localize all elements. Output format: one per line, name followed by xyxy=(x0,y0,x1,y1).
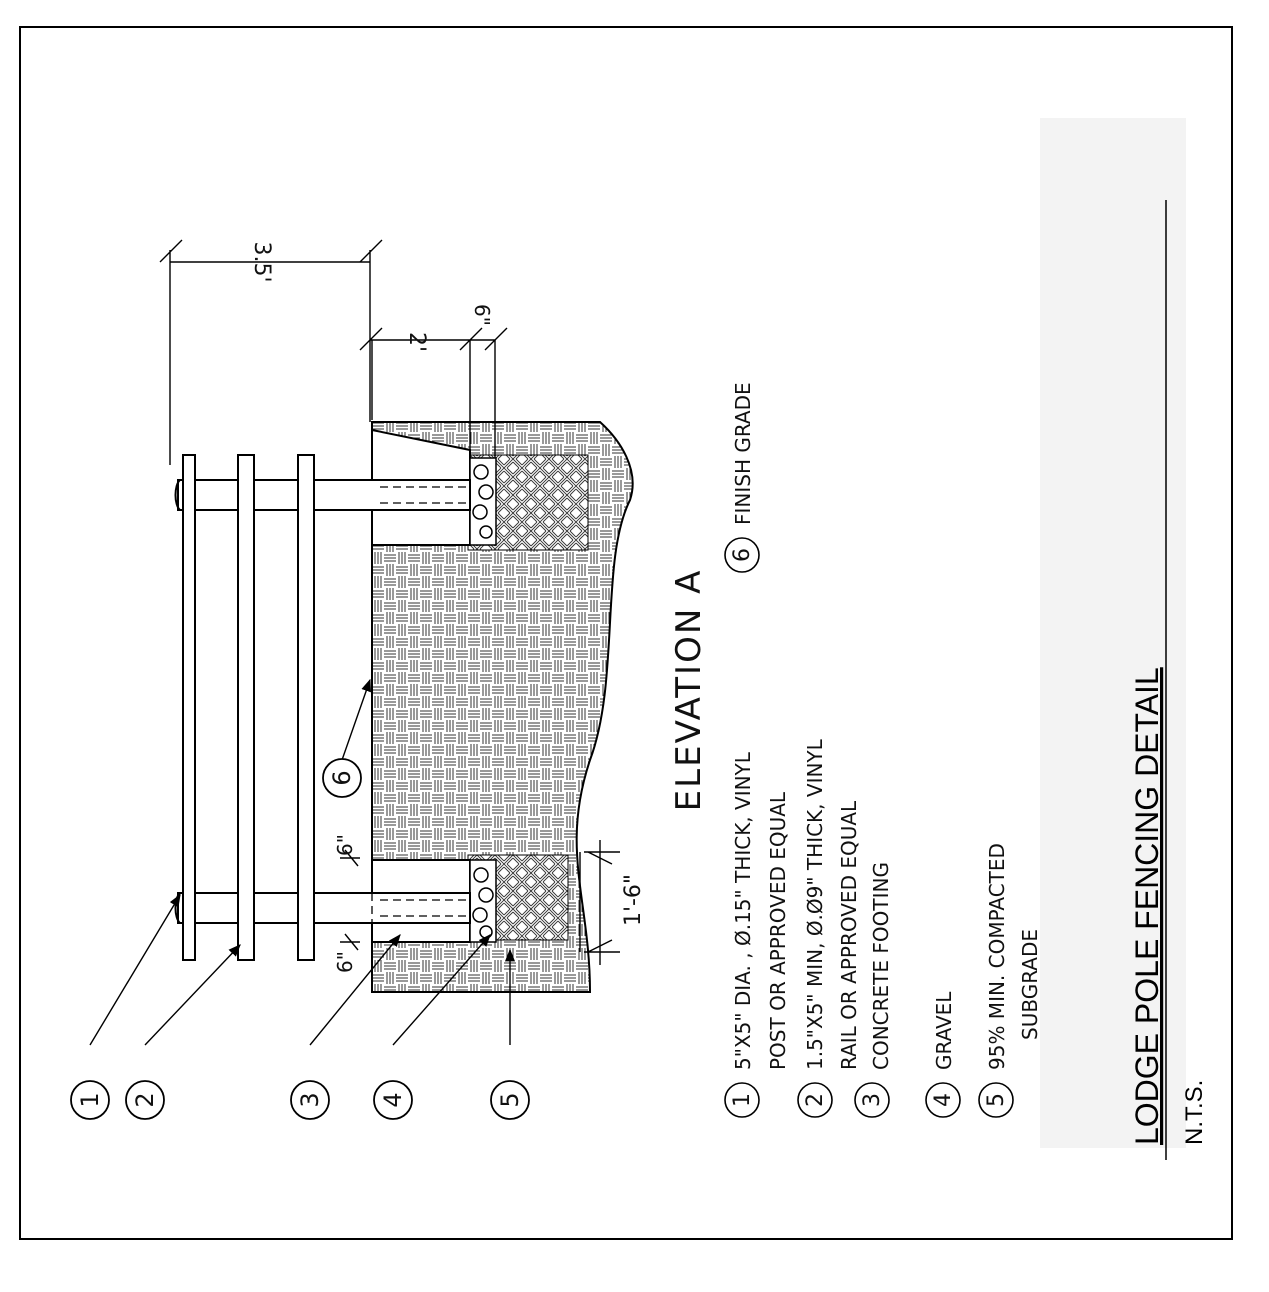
leader-6 xyxy=(341,678,372,761)
finish-grade-soil xyxy=(371,421,634,993)
dim-footing-width: 1'-6" xyxy=(621,874,646,926)
ground-section xyxy=(371,421,634,993)
rail-bottom xyxy=(297,454,315,961)
dim-side-left: 6" xyxy=(333,951,357,973)
legend-num-2: 2 xyxy=(803,1093,828,1107)
dim-overall-height: 3.5' xyxy=(249,241,274,282)
legend-item5-line1: 95% MIN. COMPACTED xyxy=(985,843,1009,1070)
callout-6: 6 xyxy=(328,770,356,785)
callout-3: 3 xyxy=(296,1092,324,1107)
rail-top xyxy=(182,454,196,961)
legend-item1-line2: POST OR APPROVED EQUAL xyxy=(766,791,790,1070)
rail-middle xyxy=(237,454,255,961)
legend-num-6: 6 xyxy=(730,548,755,562)
legend-num-3: 3 xyxy=(860,1093,885,1107)
callout-circle-6 xyxy=(322,758,362,798)
gravel-right xyxy=(469,457,497,546)
dim-side-right: 6" xyxy=(333,834,357,856)
rails xyxy=(182,454,315,961)
callout-5: 5 xyxy=(496,1092,524,1107)
post-left xyxy=(174,892,471,924)
post-right xyxy=(174,479,471,511)
legend-item4-line1: GRAVEL xyxy=(932,991,956,1070)
legend-item5-line2: SUBGRADE xyxy=(1018,929,1042,1040)
legend-num-5: 5 xyxy=(984,1093,1009,1107)
drawing-scale: N.T.S. xyxy=(1181,1080,1208,1145)
legend-item1-line1: 5"X5" DIA. , Ø.15" THICK, VINYL xyxy=(731,751,755,1070)
leader-lines xyxy=(89,678,516,1046)
sheet-border xyxy=(19,26,1233,1240)
callout-circles xyxy=(70,758,530,1120)
legend-item6-line1: FINISH GRADE xyxy=(731,382,755,525)
dim-footing-depth: 2' xyxy=(404,332,429,352)
legend-circle-1 xyxy=(724,1082,760,1118)
callout-circle-2 xyxy=(125,1080,165,1120)
legend-item2-line2: RAIL OR APPROVED EQUAL xyxy=(837,800,861,1070)
gravel-left xyxy=(469,859,497,943)
callout-circle-4 xyxy=(373,1080,413,1120)
callout-1: 1 xyxy=(76,1092,104,1107)
callout-circle-3 xyxy=(290,1080,330,1120)
callout-circle-5 xyxy=(490,1080,530,1120)
callout-4: 4 xyxy=(379,1092,407,1107)
view-label: ELEVATION A xyxy=(669,569,709,812)
leader-1 xyxy=(89,893,181,1046)
callout-2: 2 xyxy=(131,1092,159,1107)
legend-circle-2 xyxy=(797,1082,833,1118)
leader-3 xyxy=(309,934,401,1046)
legend-circle-3 xyxy=(854,1082,890,1118)
title-shade-band xyxy=(1040,118,1186,1148)
legend-item3-line1: CONCRETE FOOTING xyxy=(869,862,893,1070)
legend-circle-5 xyxy=(978,1082,1014,1118)
leader-2 xyxy=(144,944,241,1046)
dim-gravel-depth: 6" xyxy=(470,304,494,326)
callout-circle-1 xyxy=(70,1080,110,1120)
dimension-lines xyxy=(159,239,620,965)
drawing-title: LODGE POLE FENCING DETAIL xyxy=(1129,667,1165,1145)
legend-num-4: 4 xyxy=(931,1093,956,1107)
legend-circle-4 xyxy=(925,1082,961,1118)
legend: 1 2 3 4 5 6 5"X5" DIA. , Ø.15" THICK, VI… xyxy=(724,382,1042,1118)
legend-circle-6 xyxy=(724,537,760,573)
legend-item2-line1: 1.5"X5" MIN, Ø.Ø9" THICK, VINYL xyxy=(803,738,827,1070)
legend-num-1: 1 xyxy=(730,1093,755,1107)
leader-4 xyxy=(392,934,491,1046)
